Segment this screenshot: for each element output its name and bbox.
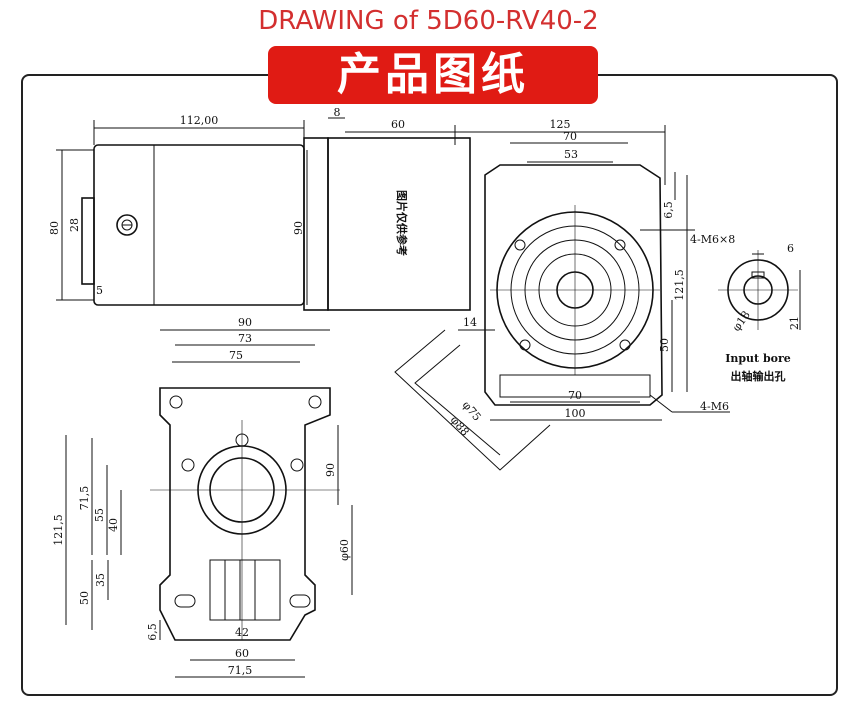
dim-53: 53 [564, 148, 578, 161]
drawing-title: DRAWING of 5D60-RV40-2 [258, 6, 599, 36]
terminal-screw-icon [116, 214, 138, 236]
gearbox-housing [484, 164, 663, 406]
gearbox-side-housing [159, 387, 331, 641]
banner-label: 产品图纸 [268, 46, 598, 104]
motor-label: 图片仅供参考 [395, 190, 409, 256]
input-bore-detail: 6 21 φ18 Input bore 出轴输出孔 [718, 242, 801, 383]
dim-112: 112,00 [180, 114, 219, 127]
dim-80: 80 [48, 221, 61, 235]
dim-21: 21 [788, 316, 801, 330]
dim-121-5-side: 121,5 [52, 514, 65, 546]
dim-75: 75 [229, 349, 243, 362]
side-dimensions: 90 73 75 121,5 71,5 55 40 35 50 6,5 42 6… [52, 316, 353, 678]
dim-4-m6x8: 4-M6×8 [690, 233, 735, 246]
dim-90-side-right: 90 [324, 463, 337, 477]
dim-4-m6: 4-M6 [700, 400, 729, 413]
dim-71-5-side: 71,5 [78, 486, 91, 511]
dim-60: 60 [391, 118, 405, 131]
dim-73: 73 [238, 332, 252, 345]
dim-90-side-top: 90 [238, 316, 252, 329]
dim-6-bore: 6 [787, 242, 794, 255]
dim-70-top: 70 [563, 130, 577, 143]
dim-phi60: φ60 [338, 539, 351, 561]
dim-6-5-right: 6,5 [662, 201, 675, 219]
input-bore-cn: 出轴输出孔 [731, 369, 786, 383]
dim-60-side: 60 [235, 647, 249, 660]
gearbox-adapter [327, 137, 471, 311]
dim-90-top: 90 [292, 221, 305, 235]
dim-42: 42 [235, 626, 249, 639]
top-dimensions: 112,00 8 60 125 70 53 80 28 90 5 [48, 106, 666, 305]
dim-phi18: φ18 [730, 308, 753, 333]
dim-35: 35 [94, 573, 107, 587]
dim-14: 14 [463, 316, 477, 329]
dim-8: 8 [334, 106, 341, 119]
dim-5: 5 [96, 284, 103, 297]
motor-end-cap [81, 197, 95, 285]
dim-71-5-bottom: 71,5 [228, 664, 253, 677]
gearbox-front-view [394, 164, 663, 471]
gearbox-side-view [150, 387, 340, 641]
motor-side-view: 图片仅供参考 [81, 137, 471, 311]
dim-50-side: 50 [78, 591, 91, 605]
dim-125: 125 [550, 118, 571, 131]
dim-phi88: φ88 [448, 414, 472, 439]
dim-121-5-right: 121,5 [673, 269, 686, 301]
dim-50-right: 50 [658, 338, 671, 352]
dim-100: 100 [565, 407, 586, 420]
dim-40: 40 [107, 518, 120, 532]
dim-28: 28 [68, 218, 81, 232]
motor-flange [303, 137, 329, 311]
dim-55: 55 [93, 508, 106, 522]
dim-6-5-side: 6,5 [146, 623, 159, 641]
dim-70-bottom: 70 [568, 389, 582, 402]
input-bore-label: Input bore [725, 352, 791, 365]
